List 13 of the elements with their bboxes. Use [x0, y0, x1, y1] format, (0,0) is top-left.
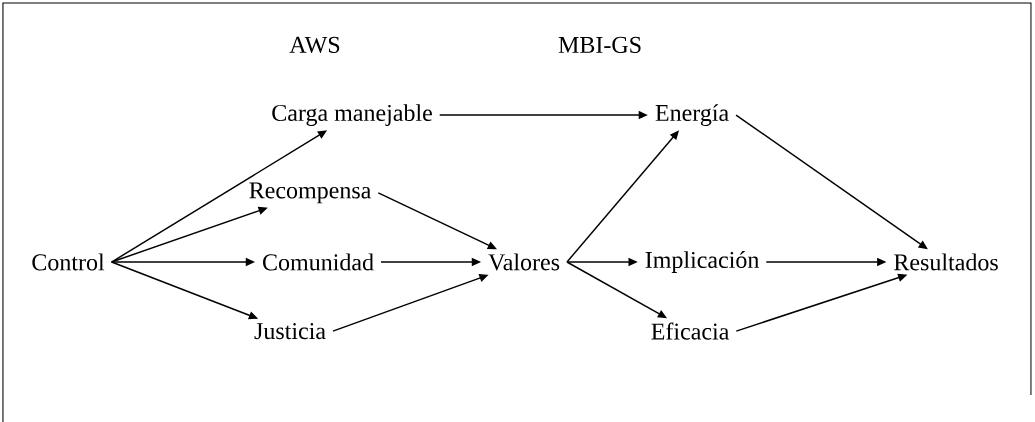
- node-label: Energía: [655, 104, 729, 126]
- node-label: Carga manejable: [272, 104, 432, 126]
- node-label: Control: [32, 253, 105, 271]
- node-label: Recompensa: [249, 182, 372, 204]
- node-label: Implicación: [645, 251, 760, 273]
- arrow: [377, 192, 497, 250]
- group-label: AWS: [289, 36, 340, 54]
- node-label: Valores: [488, 253, 560, 271]
- node-label: Comunidad: [263, 253, 374, 271]
- node-label: Justicia: [254, 323, 326, 340]
- node-label: Resultados: [894, 253, 998, 271]
- node-label: Eficacia: [651, 322, 730, 340]
- group-label: MBI-GS: [558, 36, 641, 53]
